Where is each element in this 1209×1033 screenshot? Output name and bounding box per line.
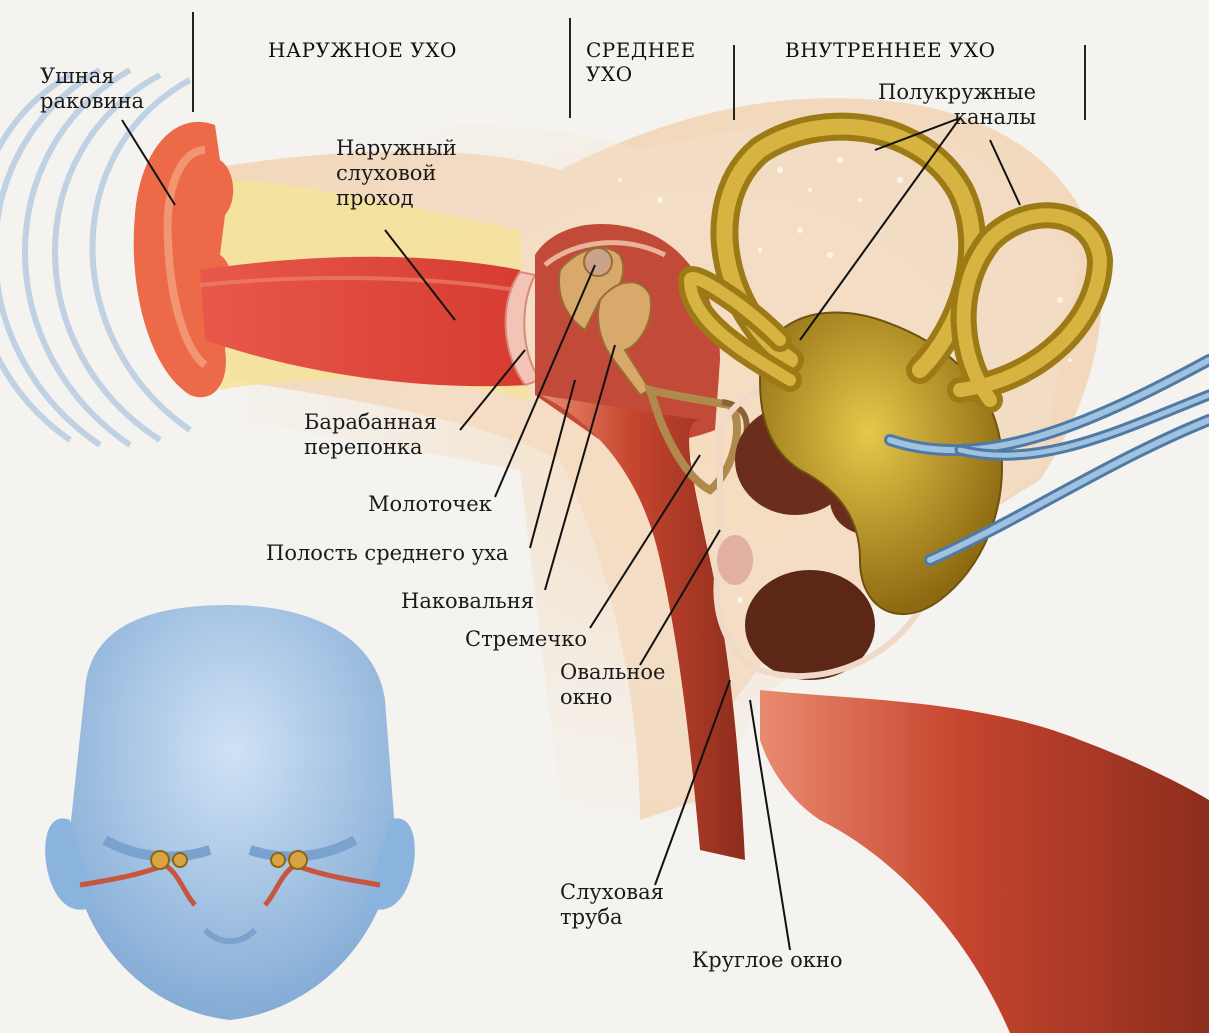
label-ear-canal: Наружный слуховой проход	[336, 136, 457, 211]
label-stapes: Стремечко	[465, 627, 587, 652]
head-inset	[45, 605, 415, 1020]
label-round-window: Круглое окно	[692, 948, 843, 973]
lower-tube	[760, 690, 1209, 1033]
section-inner-ear: ВНУТРЕННЕЕ УХО	[785, 38, 996, 62]
label-eardrum: Барабанная перепонка	[304, 410, 437, 460]
label-tympanic-cavity: Полость среднего уха	[266, 541, 508, 566]
section-outer-ear: НАРУЖНОЕ УХО	[268, 38, 457, 62]
label-malleus: Молоточек	[368, 492, 492, 517]
label-eustachian-tube: Слуховая труба	[560, 880, 664, 930]
section-middle-ear: СРЕДНЕЕ УХО	[586, 38, 696, 86]
label-auricle: Ушная раковина	[40, 64, 144, 114]
label-oval-window: Овальное окно	[560, 660, 665, 710]
label-semicircular-canals: Полукружные каналы	[878, 80, 1036, 130]
label-incus: Наковальня	[401, 589, 534, 614]
